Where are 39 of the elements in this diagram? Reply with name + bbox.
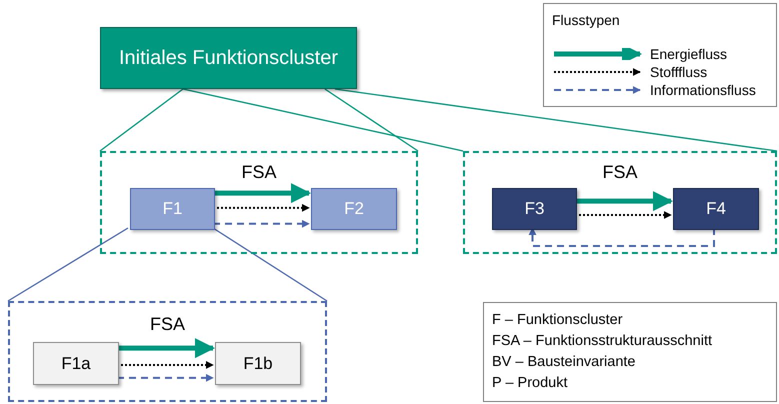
flow-arrow — [213, 220, 310, 228]
flow-arrow — [117, 338, 215, 358]
connector-line — [100, 88, 184, 152]
function-label: F2 — [344, 198, 364, 220]
section-frame — [463, 151, 777, 254]
abbreviation-text: BV – Bausteinvariante — [492, 353, 636, 372]
section-title: FSA — [241, 161, 276, 184]
section-title: FSA — [602, 161, 638, 184]
connector-line — [324, 88, 418, 152]
function-box — [311, 188, 397, 230]
cluster-title: Initiales Funktionscluster — [118, 46, 339, 71]
section-title: F1a — [61, 352, 91, 375]
flow-arrow — [117, 374, 214, 382]
abbreviation-text: P – Produkt — [492, 374, 569, 393]
cluster-box — [100, 27, 357, 89]
connector-line — [212, 227, 328, 302]
section-title: FSA — [150, 313, 185, 336]
legend-label: Stofffluss — [650, 64, 708, 80]
function-box — [130, 188, 215, 230]
flow-arrow — [575, 191, 673, 212]
function-box — [215, 342, 301, 385]
section-title: F1b — [243, 352, 273, 375]
abbreviation-text: FSA – Funktionsstrukturausschnitt — [492, 332, 714, 351]
function-label: F1 — [162, 198, 182, 220]
legend-label: Informationsfluss — [650, 82, 756, 98]
connector-line — [182, 88, 464, 152]
connector-line — [334, 88, 778, 152]
legend-title: Flusstypen — [552, 11, 620, 30]
function-label: F3 — [524, 198, 544, 220]
function-box — [673, 188, 759, 230]
flow-arrow — [213, 183, 311, 204]
connector-line — [8, 227, 128, 302]
abbreviation-text: F – Funktionscluster — [492, 311, 624, 330]
function-box — [492, 188, 577, 230]
function-label: F4 — [706, 198, 726, 220]
section-frame — [100, 151, 418, 254]
function-box — [33, 342, 119, 385]
legend-label: Energiefluss — [650, 46, 728, 62]
section-frame — [8, 301, 327, 402]
